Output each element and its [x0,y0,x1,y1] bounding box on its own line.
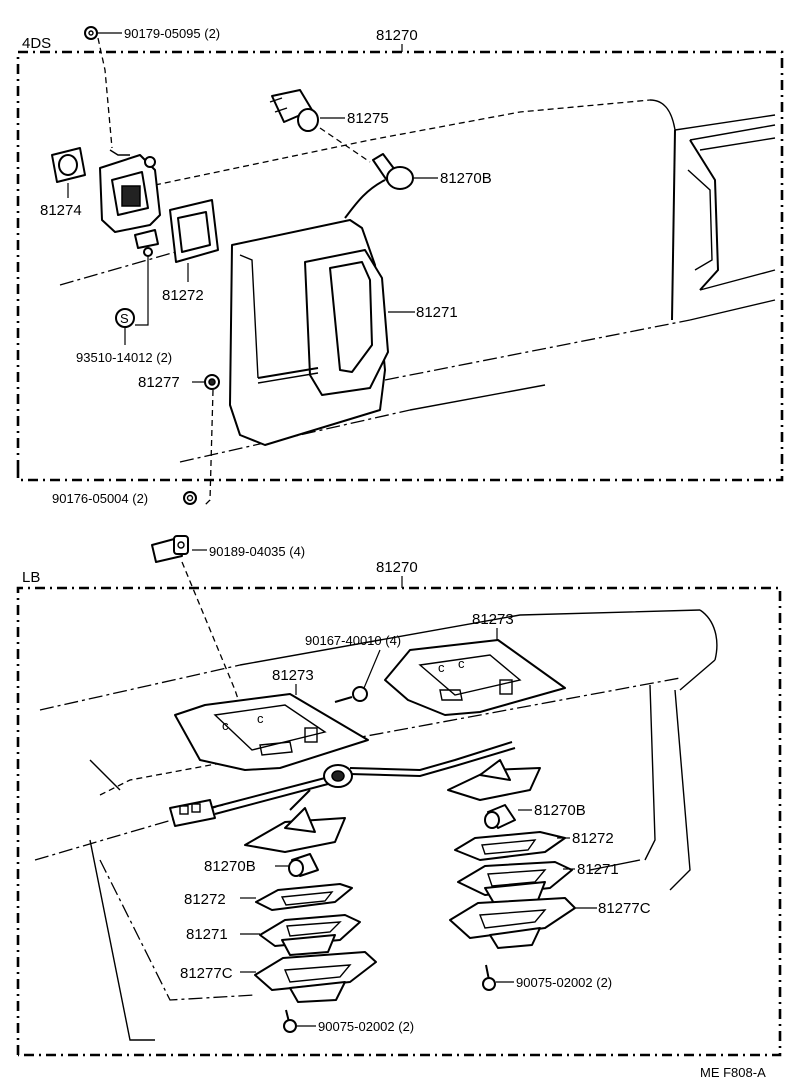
svg-text:c: c [257,711,264,726]
socket-left [244,807,346,853]
callout-81272: 81272 [162,287,204,304]
callout-81271: 81271 [577,861,619,878]
lens-left [259,914,361,956]
body-panel-lines [59,99,776,463]
socket-right [447,759,541,801]
nut-icon [84,26,98,40]
callout-81277c: 81277C [598,900,651,917]
gasket-81272 [169,199,219,263]
svg-text:S: S [120,311,129,326]
screw-icon [283,1009,297,1033]
section-variant-label: 4DS [22,35,51,52]
bulb-81270b [372,153,414,190]
callout-90179-05095: 90179-05095 (2) [124,26,220,41]
lamp-housing-81271 [229,219,389,446]
svg-text:c: c [222,718,229,733]
section-frame [16,50,784,482]
lens-housing-right [449,897,576,949]
bracket-81273-left: c c [174,693,369,771]
assembly-number-label: 81270 [376,27,418,44]
section-lb: LB 81270 90189-04035 (4) [16,535,782,1057]
assembly-number-label: 81270 [376,559,418,576]
callout-90075-02002: 90075-02002 (2) [318,1019,414,1034]
screw-icon [482,964,496,991]
callout-93510-14012: 93510-14012 (2) [76,350,172,365]
callout-81270b: 81270B [534,802,586,819]
gasket-right [454,831,566,861]
callout-81273: 81273 [472,611,514,628]
gasket-81274 [51,147,86,183]
callout-90167-40010: 90167-40010 (4) [305,633,401,648]
gasket-left [255,883,353,911]
callout-90075-02002: 90075-02002 (2) [516,975,612,990]
section-variant-label: LB [22,569,40,586]
callout-81272: 81272 [572,830,614,847]
callout-81271: 81271 [186,926,228,943]
nut-icon [183,491,197,505]
screw-icon [334,686,368,703]
connector-90189 [151,535,189,563]
section-frame [16,586,782,1057]
bracket [99,149,161,257]
callout-81271: 81271 [416,304,458,321]
callout-90176-05004: 90176-05004 (2) [52,491,148,506]
svg-text:c: c [458,656,465,671]
bulb-left [288,853,319,877]
callout-81270b: 81270B [204,858,256,875]
section-4ds: 4DS 81270 812 [16,26,784,506]
callout-81273: 81273 [272,667,314,684]
bracket-81273-right: c c [384,639,566,716]
socket-81275 [269,89,319,132]
clip-81277 [204,374,220,390]
body-panel-lines [34,609,718,1041]
callout-81277c: 81277C [180,965,233,982]
wire-harness [169,741,516,827]
callout-81272: 81272 [184,891,226,908]
bulb-right [484,804,516,829]
callout-81277: 81277 [138,374,180,391]
catalog-code: ME F808-A [700,1065,766,1080]
callout-81275: 81275 [347,110,389,127]
lens-housing-left [254,951,377,1003]
s-circle-icon: S [115,308,135,328]
callout-90189-04035: 90189-04035 (4) [209,544,305,559]
callout-81270b: 81270B [440,170,492,187]
callout-81274: 81274 [40,202,82,219]
svg-text:c: c [438,660,445,675]
